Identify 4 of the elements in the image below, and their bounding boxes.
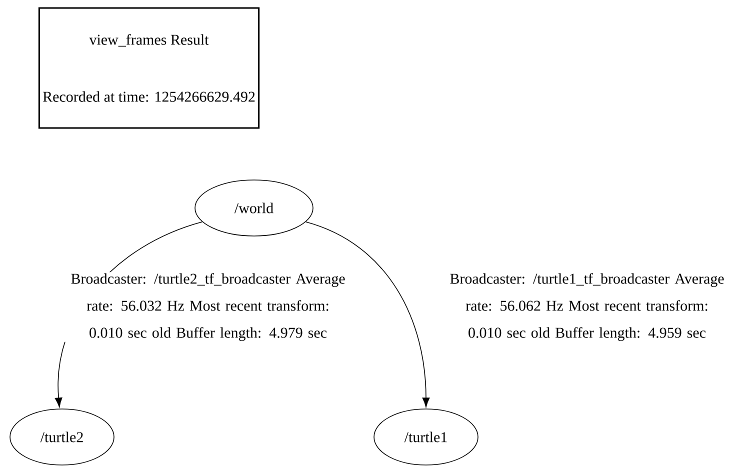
edge-label: Broadcaster: /turtle1_tf_broadcaster Average rate: 56.062 Hz Most recent transform: 0.010 sec old Buffer length: 4.959 sec [427, 272, 745, 342]
edge-label: Broadcaster: /turtle2_tf_broadcaster Average rate: 56.032 Hz Most recent transform: 0.010 sec old Buffer length: 4.979 sec [48, 272, 368, 342]
arrow [305, 221, 430, 408]
title-box: view_frames Result Recorded at time: 1254266629.492 [38, 7, 260, 129]
